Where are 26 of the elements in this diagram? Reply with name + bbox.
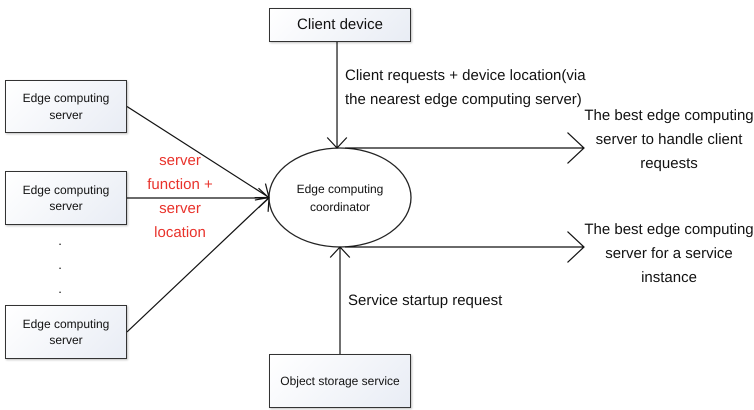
node-text: Edge computing server xyxy=(22,316,110,348)
process-box xyxy=(269,354,411,408)
arrow xyxy=(330,246,350,355)
node-text: Object storage service xyxy=(280,372,400,390)
ellipsis-dot: . xyxy=(57,282,63,295)
process-box xyxy=(269,8,411,42)
arrow xyxy=(126,106,270,201)
process-box xyxy=(5,171,127,225)
node-text: The best edge computing server to handle client requests xyxy=(584,106,754,174)
arrow xyxy=(326,41,348,149)
process-box xyxy=(5,80,127,133)
ellipsis-dot: . xyxy=(57,234,63,247)
annotation-text: server function + server location xyxy=(146,151,214,243)
node-text: Edge computing server xyxy=(22,90,110,123)
edge-label: Service startup request xyxy=(348,291,504,311)
node-text: The best edge computing server for a service instance xyxy=(584,220,754,288)
node-text: Edge computing server xyxy=(22,182,110,214)
arrow xyxy=(344,231,585,263)
arrow xyxy=(126,196,270,333)
arrow xyxy=(126,188,270,208)
node-text: Edge computing coordinator xyxy=(296,180,384,216)
node-text: Client device xyxy=(297,14,383,35)
ellipsis-dot: . xyxy=(57,258,63,271)
edge-label: Client requests + device location(via the nearest edge computing server) xyxy=(345,66,587,109)
arrow xyxy=(344,132,585,164)
process-box xyxy=(5,305,127,359)
